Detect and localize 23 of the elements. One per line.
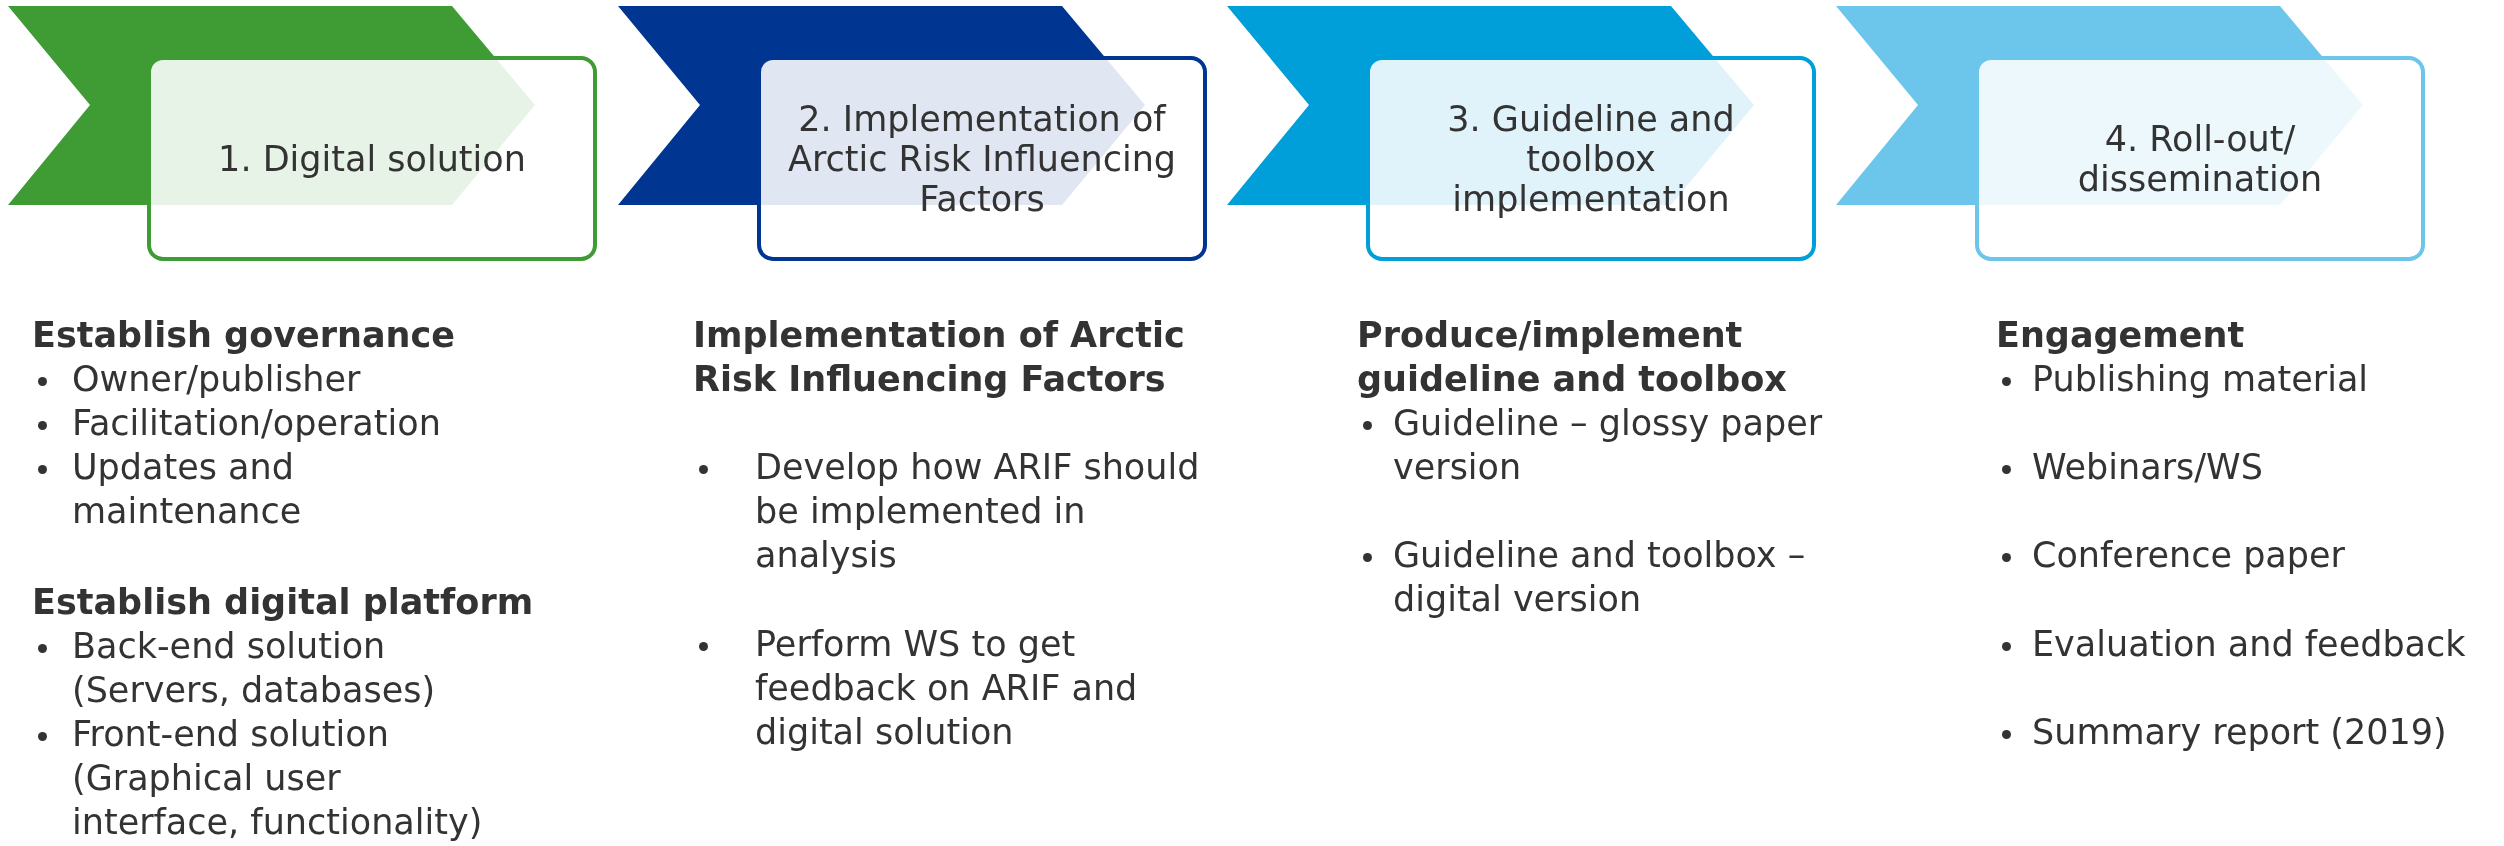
- bullet-text: Summary report (2019): [2032, 711, 2448, 754]
- bullet-text: Publishing material: [2032, 358, 2370, 401]
- section-heading: Establish digital platform: [32, 581, 535, 624]
- bullet-text: Webinars/WS: [2032, 446, 2264, 489]
- bullet-text: Develop how ARIF should be implemented in analysis: [755, 446, 1201, 577]
- bullet-text: Guideline – glossy paper version: [1393, 402, 1824, 489]
- bullet-text: Facilitation/operation: [72, 402, 442, 445]
- bullet-text: Perform WS to get feedback on ARIF and digital solution: [755, 623, 1139, 754]
- bullet-text: Owner/publisher: [72, 358, 362, 401]
- stage-title: 2. Implementation of Arctic Risk Influencing Factors: [786, 98, 1178, 219]
- stage-title: 3. Guideline and toolbox implementation: [1446, 98, 1736, 219]
- bullet-text: Updates and maintenance: [72, 446, 303, 533]
- bullet-text: Evaluation and feedback: [2032, 623, 2467, 666]
- stage-title: 1. Digital solution: [217, 138, 527, 179]
- bullet-text: Back-end solution (Servers, databases): [72, 625, 437, 712]
- section-heading: Produce/implement guideline and toolbox: [1357, 314, 1788, 401]
- section-heading: Engagement: [1996, 314, 2246, 357]
- section-heading: Implementation of Arctic Risk Influencing Factors: [693, 314, 1186, 401]
- bullet-text: Conference paper: [2032, 534, 2346, 577]
- stage-title: 4. Roll-out/ dissemination: [2076, 118, 2324, 199]
- bullet-text: Guideline and toolbox – digital version: [1393, 534, 1807, 621]
- bullet-text: Front-end solution (Graphical user interface, functionality): [72, 713, 484, 844]
- section-heading: Establish governance: [32, 314, 456, 357]
